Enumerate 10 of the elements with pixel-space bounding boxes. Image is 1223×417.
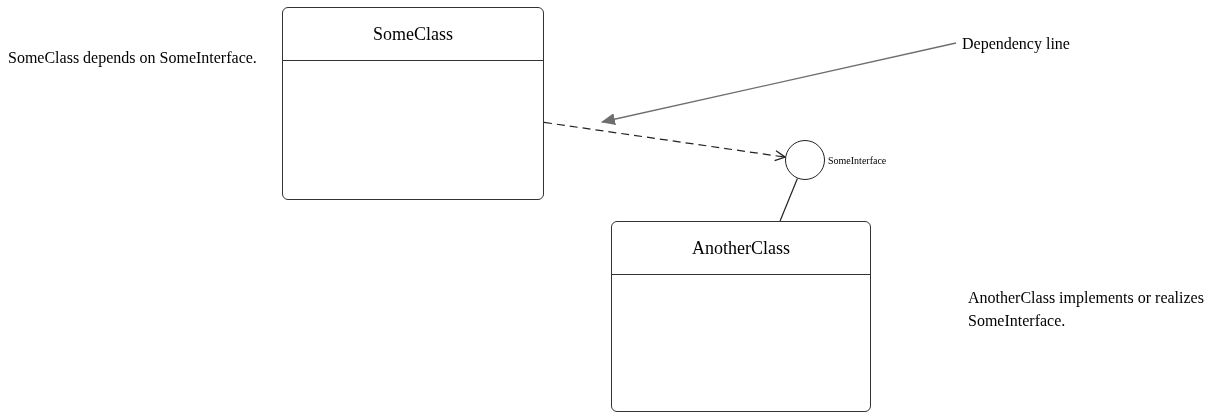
- class-box: [611, 221, 871, 412]
- leader-line: [601, 42, 957, 125]
- class-box: [282, 7, 544, 200]
- note-text: SomeClass depends on SomeInterface.: [8, 48, 258, 69]
- interface-name: SomeInterface: [828, 154, 887, 168]
- class-name: AnotherClass: [692, 236, 790, 260]
- callout-text: Dependency line: [962, 32, 1070, 56]
- note-text: AnotherClass implements or realizes SomeInterface.: [968, 288, 1205, 331]
- class-name: SomeClass: [373, 22, 453, 46]
- dependency-arrow: [543, 121, 786, 162]
